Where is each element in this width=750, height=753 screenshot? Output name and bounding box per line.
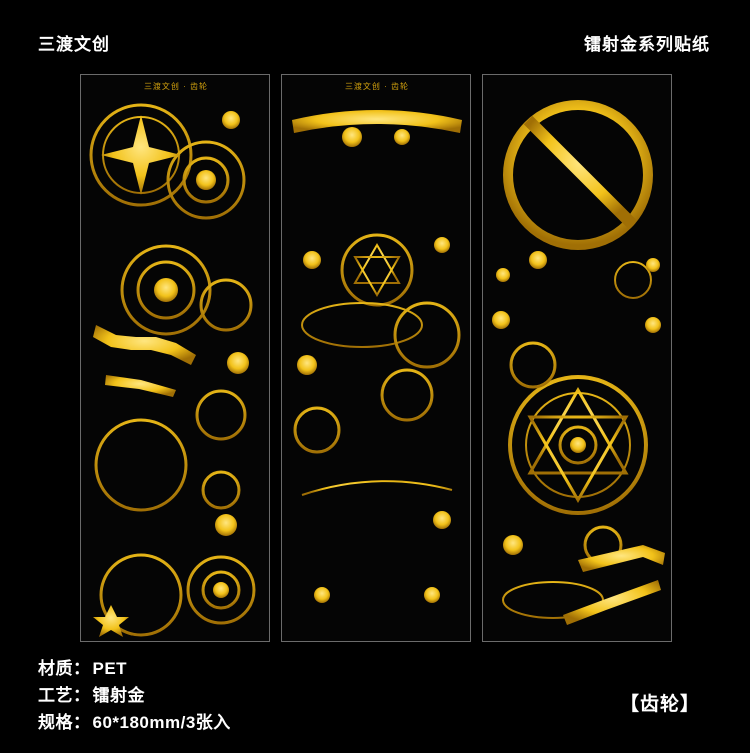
gear-sticker-art-1	[89, 103, 256, 637]
spec-craft-value: 镭射金	[92, 686, 145, 705]
spec-material-key: 材质：	[38, 659, 91, 678]
gear-sticker-art-2	[292, 110, 462, 620]
strip-caption-2: 三渡文创 · 齿轮	[344, 82, 410, 91]
variant-label: 【齿轮】	[619, 694, 700, 715]
gear-sticker-art-3	[492, 100, 665, 625]
spec-material-value: PET	[92, 659, 128, 678]
spec-size-value: 60*180mm/3张入	[92, 713, 231, 732]
brand-title: 三渡文创	[38, 35, 110, 54]
spec-size-key: 规格：	[38, 713, 91, 732]
spec-craft-key: 工艺：	[38, 686, 91, 705]
series-title: 镭射金系列贴纸	[584, 35, 710, 54]
strip-caption-1: 三渡文创 · 齿轮	[143, 82, 209, 91]
sticker-strip-2: 三渡文创 · 齿轮	[281, 74, 471, 642]
spec-craft: 工艺：镭射金	[38, 681, 145, 706]
sticker-strip-1: 三渡文创 · 齿轮	[80, 74, 270, 642]
spec-size: 规格：60*180mm/3张入	[38, 708, 231, 733]
sticker-strip-3	[482, 74, 672, 642]
spec-material: 材质：PET	[38, 654, 127, 679]
